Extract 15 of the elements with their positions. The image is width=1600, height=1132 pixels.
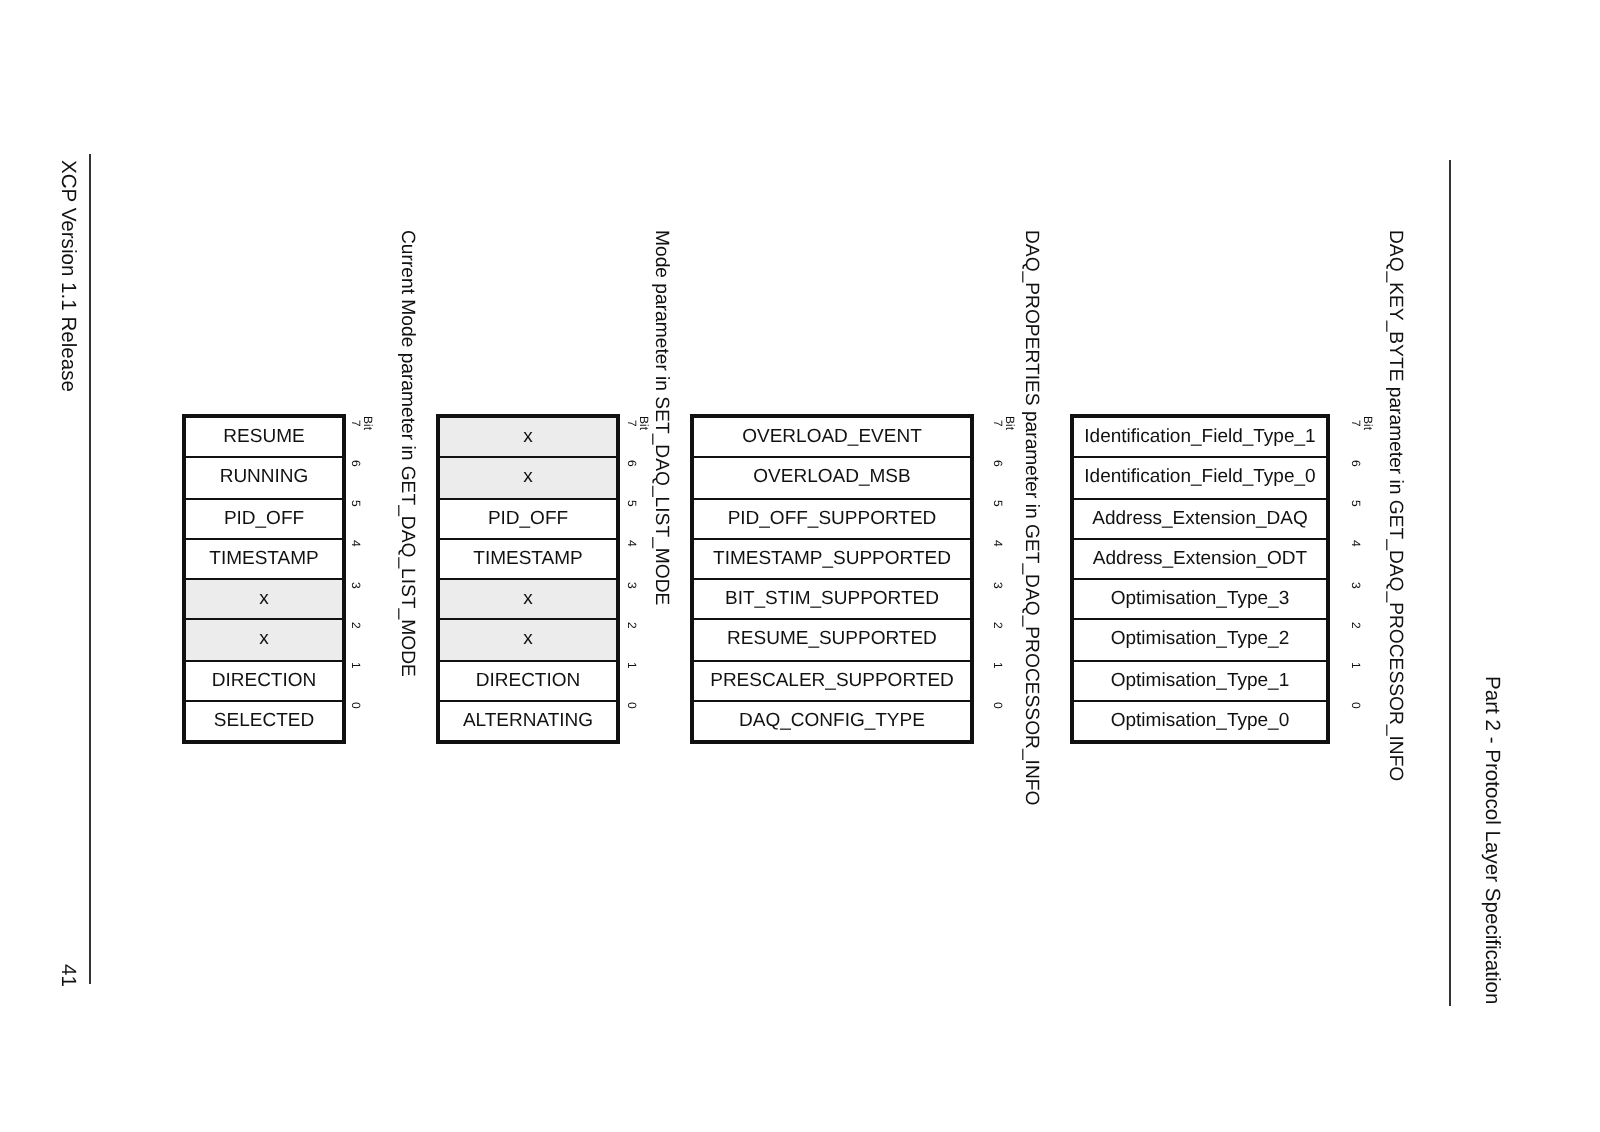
table-heading: Mode parameter in SET_DAQ_LIST_MODE bbox=[649, 230, 672, 606]
bit-field-cell: x bbox=[440, 618, 616, 659]
bit-field-cell: Optimisation_Type_3 bbox=[1074, 578, 1326, 619]
page-number: 41 bbox=[54, 964, 78, 987]
footer-text: XCP Version 1.1 Release bbox=[54, 160, 78, 393]
bit-field-cell: x bbox=[186, 618, 342, 659]
bit-field-cell: x bbox=[440, 418, 616, 457]
bit-field-cell: x bbox=[186, 578, 342, 619]
table-heading: DAQ_PROPERTIES parameter in GET_DAQ_PROCESSOR_INFO bbox=[1018, 230, 1042, 806]
bit-field-cell: BIT_STIM_SUPPORTED bbox=[694, 578, 970, 619]
table-heading: DAQ_KEY_BYTE parameter in GET_DAQ_PROCESSOR_INFO bbox=[1382, 230, 1406, 782]
page-header-text: Part 2 - Protocol Layer Specification bbox=[1478, 676, 1502, 1005]
table-heading: Current Mode parameter in GET_DAQ_LIST_MODE bbox=[394, 230, 418, 677]
bit-field-cell: x bbox=[440, 456, 616, 497]
bit-field-cell: x bbox=[440, 578, 616, 619]
